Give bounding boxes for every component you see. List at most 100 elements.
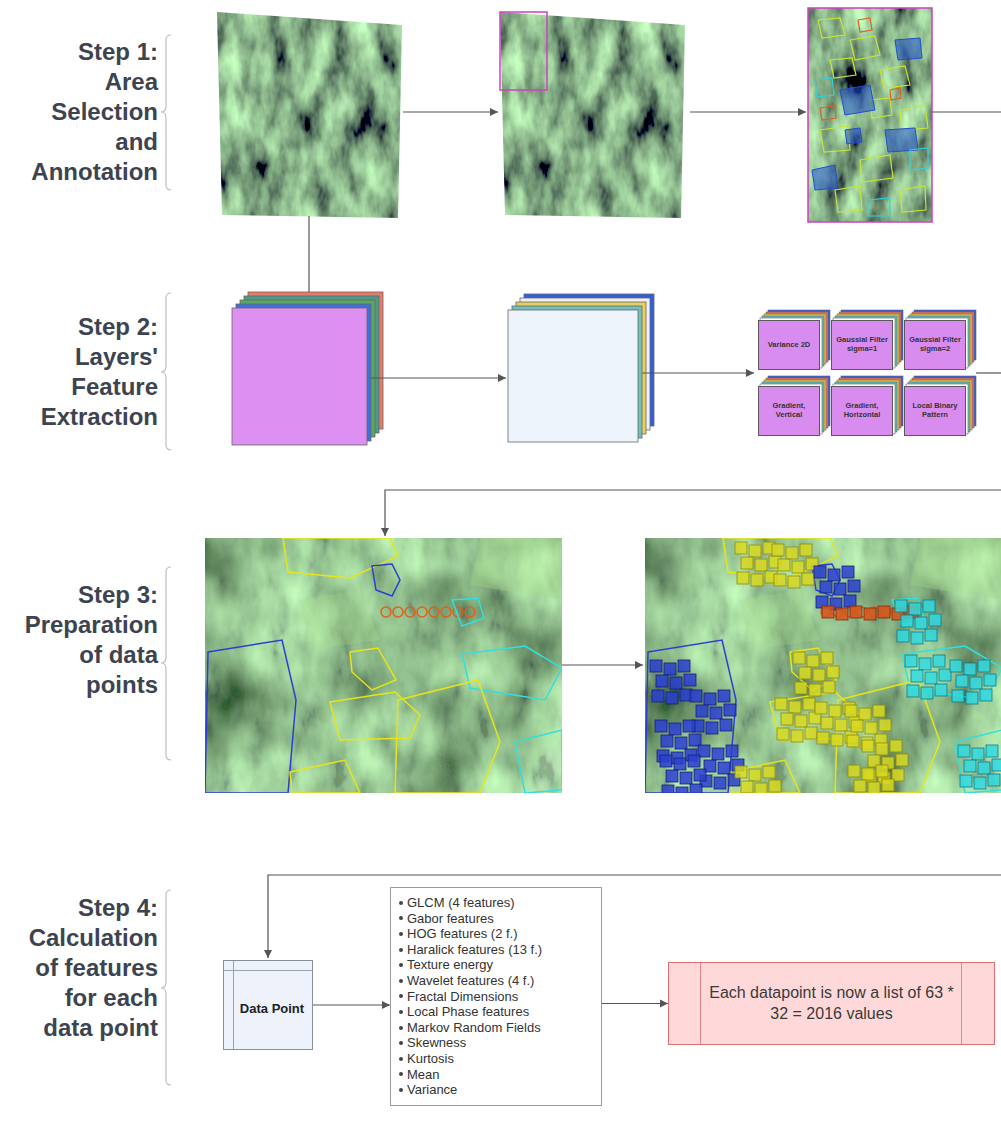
sample-squares	[864, 608, 876, 620]
bullet-dot	[399, 1010, 403, 1014]
bullet-dot	[399, 1041, 403, 1045]
bullet-dot	[399, 979, 403, 983]
feature-name: Skewness	[407, 1035, 466, 1051]
annotated-area	[808, 8, 932, 222]
filter-layer-box: Variance 2D	[758, 320, 820, 370]
flow-arrow	[403, 111, 498, 112]
field-image	[330, 692, 420, 740]
sample-squares	[822, 606, 834, 618]
field-image	[205, 640, 296, 793]
bracket	[161, 890, 171, 1085]
box-text: Data Point	[240, 1001, 304, 1016]
sample-squares	[650, 542, 1001, 793]
bullet-dot	[399, 1026, 403, 1030]
bracket	[161, 567, 171, 760]
layer-stack	[232, 308, 367, 445]
list-item: Haralick features (13 f.)	[399, 942, 542, 958]
filter-layer-box: Local Binary Pattern	[904, 386, 966, 436]
field-image	[393, 607, 403, 617]
annotated-area	[808, 8, 932, 222]
bullet-dot	[399, 916, 403, 920]
bracket	[161, 35, 171, 190]
feature-name: Mean	[407, 1067, 440, 1083]
annotated-area	[868, 198, 890, 216]
annotated-area	[815, 78, 834, 97]
field-image	[290, 760, 360, 793]
annotated-area	[900, 105, 928, 130]
field-image	[205, 538, 562, 793]
feature-name: Wavelet features (4 f.)	[407, 973, 534, 989]
flow-arrow	[385, 490, 1001, 536]
list-item: Local Phase features	[399, 1004, 529, 1020]
flow-arrow	[690, 111, 806, 112]
sample-squares	[848, 765, 894, 793]
list-item: HOG features (2 f.)	[399, 926, 518, 942]
annotated-area	[812, 165, 838, 190]
list-item: Mean	[399, 1067, 440, 1083]
layer-stack	[508, 310, 638, 442]
bullet-dot	[399, 1057, 403, 1061]
flow-arrow	[308, 216, 309, 302]
satellite-image	[493, 5, 693, 225]
box-text: Gradient, Horizontal	[834, 402, 890, 419]
bullet-dot	[399, 1072, 403, 1076]
annotated-area	[840, 85, 875, 115]
field-image	[462, 646, 562, 700]
annotated-area	[900, 186, 926, 212]
sample-squares	[660, 755, 706, 793]
annotated-area	[895, 38, 922, 60]
flow-arrow	[562, 664, 643, 665]
feature-list-box: GLCM (4 features)Gabor featuresHOG featu…	[390, 887, 602, 1106]
feature-name: Texture energy	[407, 957, 493, 973]
bullet-dot	[399, 963, 403, 967]
feature-name: Haralick features (13 f.)	[407, 942, 542, 958]
list-item: Texture energy	[399, 957, 493, 973]
box-text: Gaussial Filter sigma=1	[834, 336, 890, 353]
field-image	[441, 607, 451, 617]
flow-arrow	[313, 1004, 390, 1005]
box-text: Gradient, Vertical	[761, 402, 817, 419]
filter-layer-box: Gradient, Vertical	[758, 386, 820, 436]
list-item: Fractal Dimensions	[399, 989, 518, 1005]
sample-squares	[905, 655, 951, 699]
field-image	[350, 648, 396, 690]
sample-squares	[772, 544, 818, 588]
field-image	[417, 607, 427, 617]
sample-squares	[814, 566, 860, 610]
field-image	[205, 538, 562, 793]
feature-name: Variance	[407, 1082, 457, 1098]
bracket	[161, 293, 171, 450]
list-item: Wavelet features (4 f.)	[399, 973, 534, 989]
field-image	[381, 607, 391, 617]
flow-arrow	[602, 1003, 668, 1004]
annotated-area	[815, 78, 928, 216]
field-image	[405, 607, 415, 617]
selection-rectangle	[500, 12, 547, 90]
layer-stack	[232, 292, 383, 445]
layer-stack	[508, 294, 654, 442]
sample-squares	[950, 660, 996, 704]
field-image	[452, 598, 484, 626]
sample-squares	[775, 698, 821, 742]
field-image	[465, 607, 475, 617]
flow-arrow	[371, 373, 1001, 536]
flow-arrow	[371, 377, 506, 378]
flow-arrow	[268, 665, 1001, 958]
sample-squares	[650, 660, 696, 704]
sample-squares	[735, 766, 781, 793]
sample-squares	[895, 600, 941, 644]
annotated-area	[850, 36, 880, 60]
annotated-area	[818, 18, 845, 38]
sample-squares	[958, 745, 1001, 789]
field-image	[429, 607, 439, 617]
list-item: Gabor features	[399, 911, 494, 927]
step-heading: Step 1: Area Selection and Annotation	[21, 37, 158, 187]
annotated-area	[858, 18, 872, 32]
sample-squares	[836, 608, 848, 620]
annotated-area	[885, 128, 918, 152]
sample-squares	[690, 690, 736, 734]
annotated-area	[910, 148, 928, 170]
box-text: Each datapoint is now a list of 63 * 32 …	[709, 983, 954, 1025]
flow-arrow	[309, 112, 1001, 302]
